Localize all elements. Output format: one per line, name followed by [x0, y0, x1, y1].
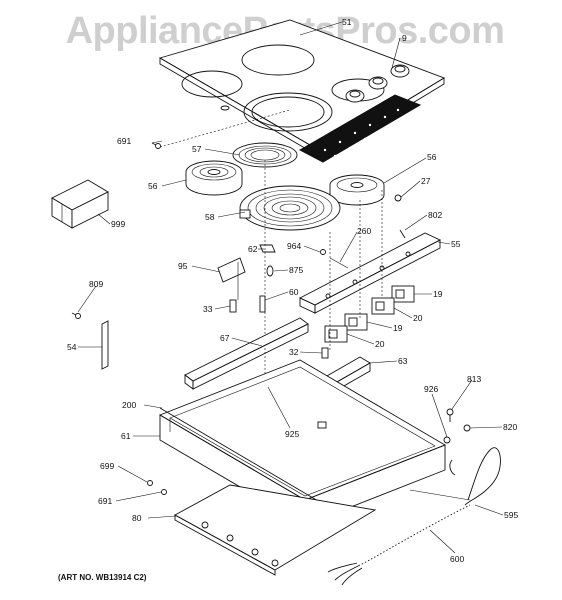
callout-875: 875: [289, 265, 303, 275]
radiant-element-57: [232, 142, 298, 168]
callout-200: 200: [122, 400, 136, 410]
callout-27: 27: [421, 176, 431, 186]
callout-20-lower: 20: [375, 339, 385, 349]
glass-cooktop-51: [158, 19, 446, 163]
callout-63: 63: [398, 356, 408, 366]
callout-55: 55: [451, 239, 461, 249]
surface-element-56-right: [329, 174, 385, 206]
callout-80: 80: [132, 513, 142, 523]
surface-element-56-left: [185, 160, 243, 196]
callout-595: 595: [504, 510, 518, 520]
conduit-600: [327, 502, 472, 586]
callout-926: 926: [424, 384, 438, 394]
bottom-cover-80: [174, 484, 377, 576]
hardware-parts: [71, 109, 471, 495]
control-knobs-9: [345, 64, 410, 103]
callout-999: 999: [111, 219, 125, 229]
callout-51: 51: [342, 17, 352, 27]
callout-820: 820: [503, 422, 517, 432]
callout-57: 57: [192, 144, 202, 154]
callout-964: 964: [287, 241, 301, 251]
callout-33: 33: [203, 304, 213, 314]
callout-95: 95: [178, 261, 188, 271]
callout-58: 58: [205, 212, 215, 222]
callout-691-top: 691: [117, 136, 131, 146]
leader-lines: [77, 21, 504, 554]
parts-box-999: [51, 179, 109, 229]
callout-62: 62: [248, 244, 258, 254]
callout-19-upper: 19: [433, 289, 443, 299]
callout-19-lower: 19: [393, 323, 403, 333]
infinite-switches-19-20: [324, 285, 415, 343]
callout-600: 600: [450, 554, 464, 564]
callout-56-right: 56: [427, 152, 437, 162]
callout-32: 32: [289, 347, 299, 357]
callout-61: 61: [121, 431, 131, 441]
callout-56-left: 56: [148, 181, 158, 191]
callout-699: 699: [100, 461, 114, 471]
trim-strip-200: [159, 407, 326, 506]
callout-60: 60: [289, 287, 299, 297]
callout-20-upper: 20: [413, 313, 423, 323]
callout-802: 802: [428, 210, 442, 220]
callout-labels: 51 9 691 57 56 56 27 802 999 58 964 260 …: [67, 17, 518, 564]
control-bracket-55: [298, 232, 442, 314]
callout-691-bottom: 691: [98, 496, 112, 506]
callout-67: 67: [220, 333, 230, 343]
callout-925: 925: [285, 429, 299, 439]
callout-54: 54: [67, 342, 77, 352]
wire-harness-595: [409, 447, 501, 506]
callout-260: 260: [357, 226, 371, 236]
callout-809: 809: [89, 279, 103, 289]
art-number: (ART NO. WB13914 C2): [58, 573, 147, 582]
callout-9: 9: [402, 33, 407, 43]
coil-element-58: [239, 185, 341, 231]
callout-813: 813: [467, 374, 481, 384]
